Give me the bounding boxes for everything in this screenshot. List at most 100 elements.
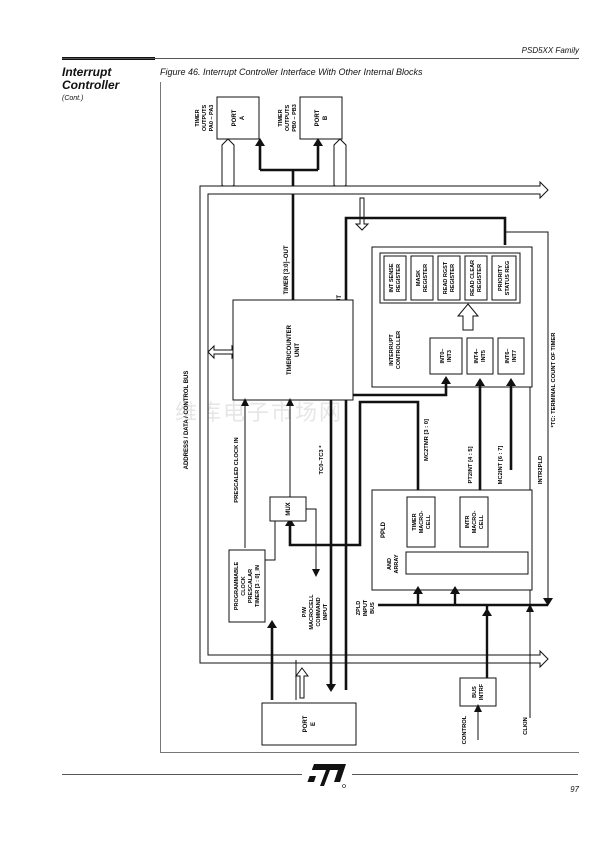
mux-label: MUX xyxy=(286,502,292,515)
registers xyxy=(383,255,517,301)
section-continued: (Cont.) xyxy=(62,95,84,102)
page-number: 97 xyxy=(570,785,579,794)
reg-read-clear-1: READ CLEAR xyxy=(470,260,476,296)
reg-mask-2: REGISTER xyxy=(423,264,429,292)
int-group-0-1: INT0– xyxy=(440,349,446,364)
bus-intrf-1: BUS xyxy=(472,686,478,698)
and-array-1: AND xyxy=(387,558,393,570)
clkin-label: CLKIN xyxy=(523,717,529,735)
port-e-box xyxy=(261,702,357,746)
tc-to-int-line xyxy=(353,380,448,397)
intr-macrocell-3: CELL xyxy=(479,514,485,529)
port-a-box xyxy=(216,96,260,140)
reg-int-sense-1: INT SENSE xyxy=(389,263,395,292)
section-title: Interrupt Controller xyxy=(62,66,119,92)
int-group-0-2: INT3 xyxy=(447,350,453,362)
section-title-line2: Controller xyxy=(62,78,120,92)
port-b-label-2: B xyxy=(323,115,329,120)
port-e-label-1: PORT xyxy=(303,715,309,732)
reg-read-clear-2: REGISTER xyxy=(477,264,483,292)
reg-int-sense-2: REGISTER xyxy=(396,264,402,292)
prescalar-to-mux xyxy=(265,521,276,561)
port-b-box xyxy=(299,96,343,140)
and-array-2: ARRAY xyxy=(394,554,400,573)
zpld-label-1: ZPLD xyxy=(356,601,362,615)
interrupt-controller-label-1: INTERRUPT xyxy=(389,334,395,366)
document-family-header: PSD5XX Family xyxy=(521,46,579,55)
intc-bus-connector xyxy=(354,197,370,231)
footer-rule-right xyxy=(352,774,578,775)
timer-macrocell-1: TIMER xyxy=(412,513,418,530)
timer-out-label: TIMER [3:0]–OUT xyxy=(284,245,290,294)
zpld-label-3: BUS xyxy=(370,602,376,614)
prescaled-clock-label: PRESCALED CLOCK IN xyxy=(234,437,240,502)
int-group-2-1: INT6– xyxy=(505,349,511,364)
prescalar-label-2: CLOCK xyxy=(241,576,247,596)
timer-outputs-b-1: TIMER xyxy=(278,109,284,126)
tc-label: TC0–TC3 * xyxy=(319,445,325,475)
address-bus-label: ADDRESS / DATA / CONTROL BUS xyxy=(184,371,190,470)
port-e-label-2: E xyxy=(311,722,317,726)
int-group-2-2: INT7 xyxy=(512,350,518,362)
mux-select-line xyxy=(306,508,317,575)
reg-mask-1: MASK xyxy=(416,270,422,286)
figure-frame xyxy=(160,82,579,753)
prescalar-box xyxy=(228,549,266,623)
int-group-1-1: INT4– xyxy=(474,349,480,364)
timer-outputs-a-3: PA0 – PA3 xyxy=(209,105,215,132)
timer-outputs-a-1: TIMER xyxy=(195,109,201,126)
header-rule xyxy=(62,58,579,59)
timer-macrocell-3: CELL xyxy=(426,514,432,529)
intr2pld-label: INTR2PLD xyxy=(538,456,544,484)
mc2int-label: MC2INT [6 : 7] xyxy=(498,446,504,485)
figure-caption: Figure 46. Interrupt Controller Interfac… xyxy=(160,67,423,77)
footer-rule-left xyxy=(62,774,302,775)
timer-counter-box xyxy=(232,299,354,401)
and-array-box xyxy=(405,551,529,575)
port-a-label-2: A xyxy=(240,115,246,120)
register-hollow-arrow xyxy=(456,303,480,331)
intr-macrocell-1: INTR xyxy=(465,516,471,529)
timer-outputs-b-2: OUTPUTS xyxy=(285,105,291,132)
timer-counter-label-2: UNIT xyxy=(295,343,301,357)
zpld-label-2: INPUT xyxy=(363,599,369,616)
reg-priority-1: PRIORITY xyxy=(498,265,504,291)
port-a-bus-connector xyxy=(221,138,235,192)
port-e-bus-connector xyxy=(295,667,309,699)
reg-priority-2: STATUS REG xyxy=(505,261,511,296)
port-a-label-1: PORT xyxy=(232,109,238,126)
port-b-label-1: PORT xyxy=(315,109,321,126)
intr-macrocell-2: MACRO- xyxy=(472,511,478,534)
timer-macrocell-box xyxy=(406,496,436,548)
ppld-label: PPLD xyxy=(381,521,387,538)
intr-macrocell-box xyxy=(459,496,489,548)
reg-read-rgst-1: READ RGST xyxy=(443,261,449,294)
register-group-box xyxy=(379,252,521,304)
interrupt-controller-box xyxy=(371,246,533,388)
reg-read-rgst-2: REGISTER xyxy=(450,264,456,292)
mc2tmr-label: MC2TMR [3 : 0] xyxy=(424,419,430,461)
int-group-1-2: INT5 xyxy=(481,350,487,362)
timer-counter-label-1: TIMER/COUNTER xyxy=(287,324,293,375)
bus-intrf-2: INTRF xyxy=(479,683,485,700)
tc-note: *TC: TERMINAL COUNT OF TIMER xyxy=(551,332,557,428)
section-title-line1: Interrupt xyxy=(62,65,112,79)
prescalar-label-4: TIMER [3 : 0]_IN xyxy=(255,565,261,607)
int-group-boxes xyxy=(429,337,525,375)
pw-label-3: COMMAND xyxy=(316,597,322,626)
ppld-box xyxy=(371,489,533,591)
interrupt-controller-diagram: PORT A PORT B TIMER OUTPUTS PA0 – PA3 TI… xyxy=(184,96,557,746)
st-logo-icon xyxy=(302,764,346,788)
bus-intrf-box xyxy=(459,677,497,707)
timer-out-line xyxy=(258,140,320,377)
port-b-bus-connector xyxy=(333,138,347,192)
timer-macrocell-2: MACRO- xyxy=(419,511,425,534)
pw-label-2: MACROCELL xyxy=(309,594,315,630)
mc2tmr-line xyxy=(288,400,420,547)
prescalar-label-1: PROGRAMMABLE xyxy=(234,562,240,611)
timer-outputs-b-3: PB0 – PB3 xyxy=(292,104,298,132)
interrupt-controller-label-2: CONTROLLER xyxy=(396,331,402,369)
pw-label-4: INPUT xyxy=(323,603,329,620)
address-bus-top xyxy=(199,180,549,669)
timer-outputs-a-2: OUTPUTS xyxy=(202,105,208,132)
